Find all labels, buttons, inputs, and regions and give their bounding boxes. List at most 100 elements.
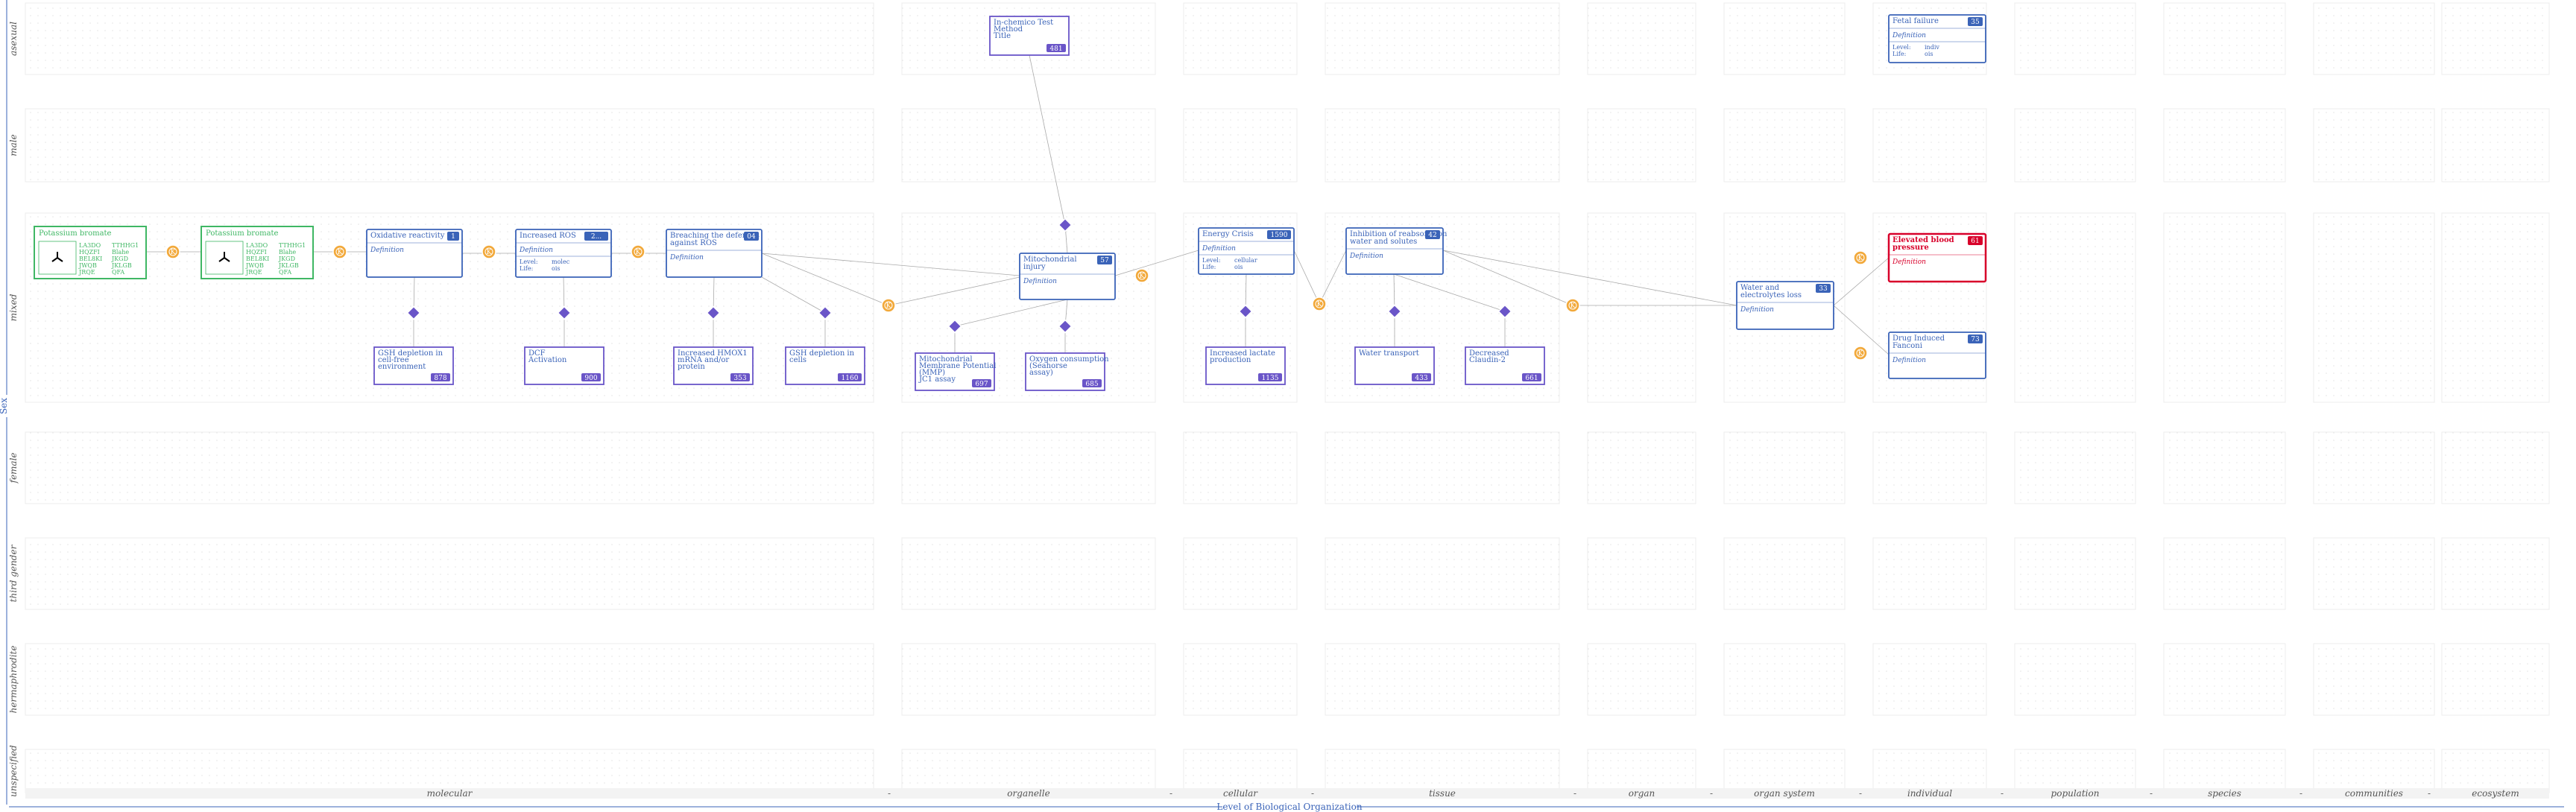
column-separator: -: [888, 788, 891, 799]
level-value: indiv: [1925, 44, 1939, 51]
key-event-badge-label: 61: [1971, 238, 1979, 245]
assay-badge: [838, 373, 862, 381]
column-label-organ: organ: [1629, 788, 1655, 799]
grid-cell: [1723, 749, 1846, 793]
assay-connector-diamond-icon[interactable]: [1058, 319, 1073, 334]
diamond-shape: [1387, 304, 1402, 319]
edge: [1293, 250, 1320, 305]
key-event-title: water and solutes: [1350, 238, 1417, 246]
assay-connector-diamond-icon[interactable]: [947, 319, 962, 334]
key-event-badge-label: 04: [747, 233, 756, 241]
grid-cell: [2163, 212, 2286, 403]
assay-badge: [1412, 373, 1431, 381]
kernel-inner: [1315, 299, 1324, 308]
edge: [1393, 273, 1506, 312]
edge: [1442, 250, 1737, 306]
assay-title: Method: [994, 25, 1023, 34]
kernel-circle-icon[interactable]: K: [332, 244, 347, 259]
column-separator: -: [2001, 788, 2004, 799]
definition-link: Definition: [1202, 245, 1236, 253]
kernel-inner: [1568, 301, 1577, 310]
kernel-circle-icon[interactable]: K: [881, 298, 896, 313]
kernel-mark: K: [1858, 350, 1863, 358]
assay-badge: [730, 373, 750, 381]
kernel-circle-icon[interactable]: K: [165, 244, 180, 259]
stressor-id: LA3DO: [79, 242, 101, 249]
column-separator: -: [2299, 788, 2302, 799]
assay-connector-diamond-icon[interactable]: [1497, 304, 1512, 319]
column-separator: -: [2150, 788, 2153, 799]
chemical-structure-icon: [51, 257, 58, 262]
column-header-bar: [25, 788, 2549, 799]
column-separator: -: [2428, 788, 2431, 799]
assay-connector-diamond-icon[interactable]: [1238, 304, 1253, 319]
key-event-badge: [1968, 236, 1983, 245]
grid-cell: [1183, 2, 1298, 75]
assay-connector-diamond-icon[interactable]: [818, 305, 833, 320]
grid-cell: [2441, 431, 2550, 504]
column-separator: -: [1311, 788, 1314, 799]
assay-connector-diamond-icon[interactable]: [557, 305, 572, 320]
grid-cell: [2441, 212, 2550, 403]
definition-link: Definition: [1892, 258, 1926, 266]
assay-title: DCF: [528, 349, 546, 358]
grid-cell: [1325, 643, 1560, 716]
key-event-badge: [744, 232, 759, 241]
grid-cell: [1872, 749, 1987, 793]
kernel-circle-icon[interactable]: K: [1134, 268, 1149, 283]
assay-title: Oxygen consumption: [1029, 355, 1109, 364]
key-event-box: [1888, 14, 1986, 63]
assay-badge-label: 1160: [842, 375, 859, 382]
column-label-ecosystem: ecosystem: [2472, 788, 2519, 799]
kernel-circle: [631, 244, 645, 259]
grid-cell: [1325, 431, 1560, 504]
definition-link: Definition: [1023, 278, 1057, 285]
kernel-circle-icon[interactable]: K: [1853, 250, 1868, 265]
assay-connector-diamond-icon[interactable]: [1387, 304, 1402, 319]
assay-connector-diamond-icon[interactable]: [1058, 218, 1073, 232]
kernel-circle: [1312, 296, 1327, 311]
level-label: Level:: [520, 258, 538, 265]
grid-cell: [1325, 749, 1560, 793]
kernel-circle-icon[interactable]: K: [482, 244, 496, 259]
kernel-circle-icon[interactable]: K: [1312, 296, 1327, 311]
grid-cell: [2163, 537, 2286, 610]
column-separator: -: [1573, 788, 1576, 799]
assay-connector-diamond-icon[interactable]: [706, 305, 721, 320]
kernel-circle-icon[interactable]: K: [631, 244, 645, 259]
grid-cell: [1325, 2, 1560, 75]
grid-cell: [1872, 108, 1987, 183]
stressor-value: JKGD: [278, 256, 295, 262]
grid-cell: [1872, 643, 1987, 716]
edge: [1833, 305, 1890, 355]
kernel-circle-icon[interactable]: K: [1853, 346, 1868, 361]
kernel-circle-icon[interactable]: K: [1565, 298, 1580, 313]
grid-cell: [2441, 749, 2550, 793]
grid-cell: [1723, 108, 1846, 183]
key-event-box: [1736, 281, 1834, 330]
kernel-inner: [884, 301, 893, 310]
assay-connector-diamond-icon[interactable]: [406, 305, 421, 320]
